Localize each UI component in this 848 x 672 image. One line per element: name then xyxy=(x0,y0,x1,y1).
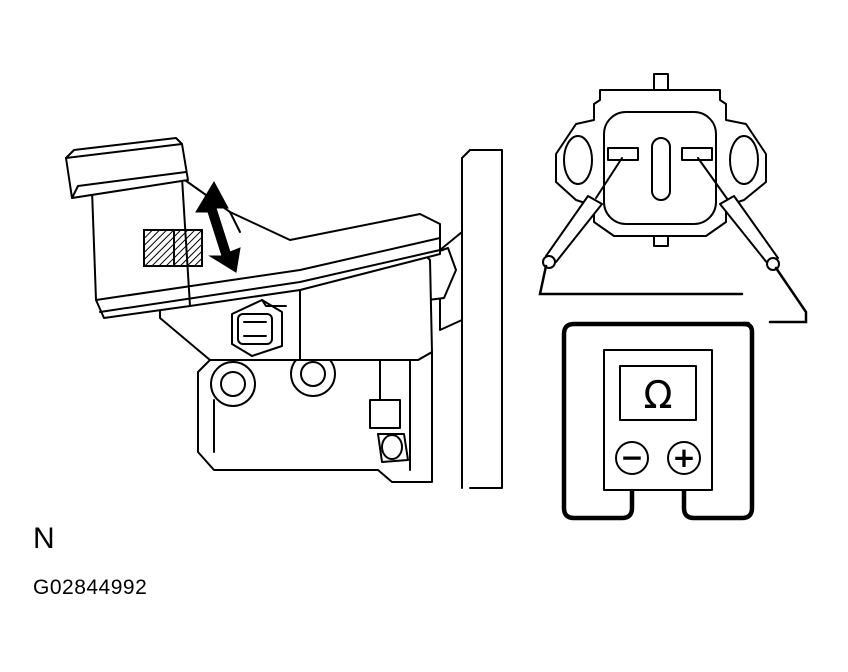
figure-code: G02844992 xyxy=(33,576,148,599)
ohmmeter-display xyxy=(619,365,697,421)
negative-sign: − xyxy=(620,441,643,474)
level-arrow-icon xyxy=(195,180,241,273)
lower-body xyxy=(197,351,433,483)
ohm-symbol: Ω xyxy=(643,373,672,417)
positive-sign: + xyxy=(672,441,695,474)
reservoir xyxy=(65,137,441,319)
positive-terminal xyxy=(667,441,701,475)
terminal-right xyxy=(681,147,713,161)
sensor-connector-face xyxy=(555,73,767,247)
negative-terminal xyxy=(615,441,649,475)
housing-panel xyxy=(425,149,503,489)
test-leads xyxy=(561,321,755,521)
terminal-left xyxy=(607,147,639,161)
test-probes xyxy=(538,157,808,324)
view-letter: N xyxy=(33,522,55,555)
level-sensor-connector xyxy=(231,299,287,357)
engine-assembly xyxy=(65,137,503,489)
ohmmeter: Ω − + xyxy=(603,349,713,491)
